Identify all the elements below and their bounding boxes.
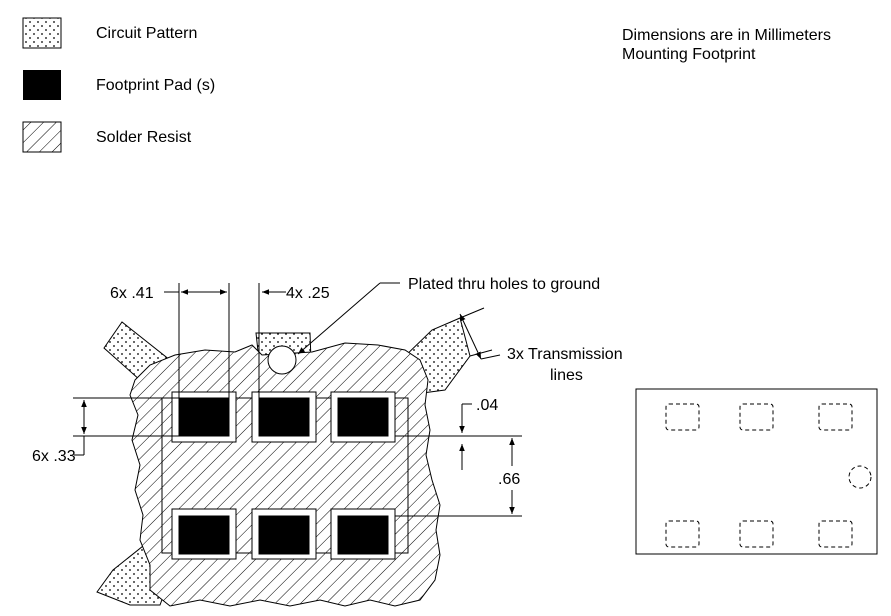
dim-clearance	[395, 403, 522, 470]
legend-pad-swatch	[23, 70, 61, 100]
dim-pitch-label: .66	[498, 471, 520, 488]
plated-hole	[267, 345, 297, 375]
pad	[337, 515, 389, 555]
legend-pad-label: Footprint Pad (s)	[96, 77, 215, 94]
dim-transmission	[459, 307, 501, 360]
dim-clearance-label: .04	[476, 397, 498, 414]
footprint-pads	[171, 391, 396, 560]
legend-circuit-label: Circuit Pattern	[96, 25, 197, 42]
package-pin1-marker	[848, 465, 872, 489]
pad	[337, 397, 389, 437]
package-body	[635, 388, 878, 555]
pad	[258, 397, 310, 437]
footprint-title: Mounting Footprint	[622, 46, 756, 63]
pad	[258, 515, 310, 555]
dim-pad-width	[164, 283, 230, 398]
transmission-label-2: lines	[550, 367, 583, 384]
plated-holes-label: Plated thru holes to ground	[408, 276, 600, 293]
units-note: Dimensions are in Millimeters	[622, 27, 831, 44]
legend-resist-swatch	[22, 121, 62, 153]
legend-circuit-swatch	[22, 17, 62, 49]
legend-resist-label: Solder Resist	[96, 129, 192, 146]
solder-resist-area	[129, 342, 441, 607]
dim-pad-width-label: 6x .41	[110, 285, 154, 302]
dim-pad-height-label: 6x .33	[32, 448, 76, 465]
dim-pad-gap	[258, 283, 286, 398]
dim-pad-gap-label: 4x .25	[286, 285, 330, 302]
package-top-view	[635, 388, 878, 555]
dim-pitch	[395, 438, 522, 517]
pad	[178, 397, 230, 437]
pad	[178, 515, 230, 555]
transmission-label-1: 3x Transmission	[507, 346, 623, 363]
dim-pad-height	[73, 397, 179, 456]
leader-plated-holes	[297, 282, 400, 355]
